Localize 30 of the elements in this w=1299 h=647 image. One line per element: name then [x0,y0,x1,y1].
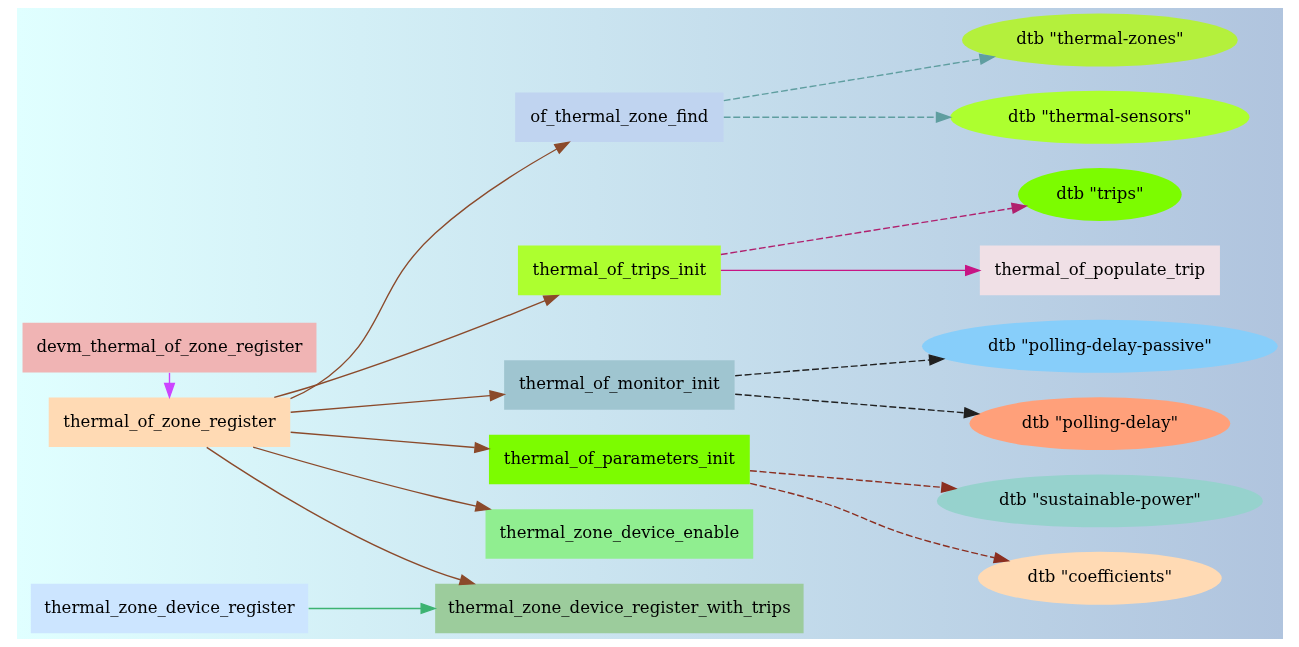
arrow [289,389,506,413]
node-box: thermal_zone_device_register_with_trips [434,583,804,634]
node-box: thermal_of_populate_trip [979,245,1220,296]
node-box: thermal_zone_device_enable [485,509,753,559]
arrow [748,470,958,494]
arrow [734,393,980,419]
node-ellipse: dtb "polling-delay" [968,397,1230,451]
node-ellipse: dtb "thermal-sensors" [949,90,1249,144]
arrow [719,264,982,277]
arrow [289,141,571,400]
arrow [749,482,1010,564]
node-box: thermal_of_trips_init [517,245,721,296]
node-ellipse: dtb "trips" [1017,168,1182,221]
arrow [719,202,1028,256]
node-box: thermal_of_zone_register [48,397,290,448]
arrow [722,53,996,102]
node-box: thermal_zone_device_register [30,583,308,634]
node-box: thermal_of_parameters_init [488,434,750,485]
arrow [252,446,492,512]
node-ellipse: dtb "polling-delay-passive" [921,319,1278,373]
arrow [722,111,952,124]
arrow [205,446,476,586]
arrow [273,294,560,398]
arrow [307,602,437,615]
arrow [289,431,491,454]
node-box: thermal_of_monitor_init [503,360,735,410]
arrow [734,354,946,377]
node-ellipse: dtb "sustainable-power" [936,474,1263,528]
node-box: of_thermal_zone_find [514,92,724,143]
node-box: devm_thermal_of_zone_register [22,322,316,373]
